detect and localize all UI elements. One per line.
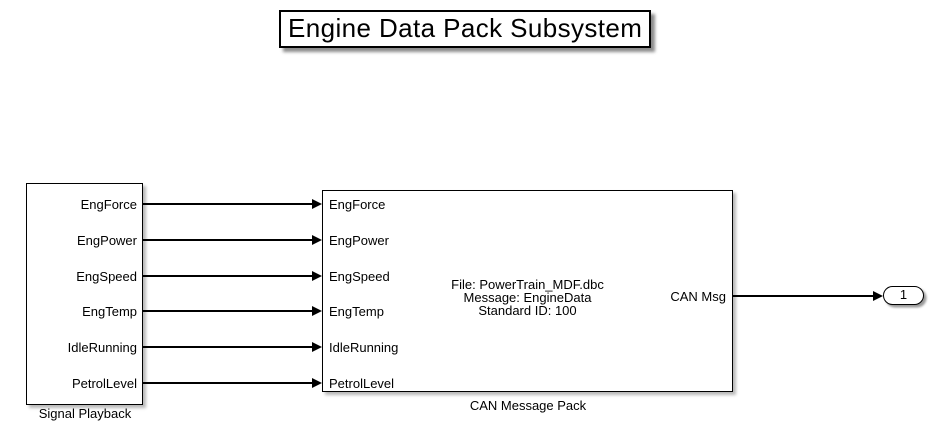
signal-line-idlerunning[interactable]	[142, 346, 313, 348]
message-line: Message: EngineData	[463, 290, 592, 305]
arrowhead-petrollevel[interactable]	[312, 378, 322, 388]
output-port-label: CAN Msg	[670, 289, 726, 304]
input-port-label: PetrolLevel	[329, 376, 395, 391]
signal-line-engpower[interactable]	[142, 239, 313, 241]
block-name-can-message-pack[interactable]: CAN Message Pack	[469, 398, 587, 413]
signal-line-can-msg[interactable]	[733, 295, 873, 297]
arrowhead-engtemp[interactable]	[312, 306, 322, 316]
output-port-label: PetrolLevel	[71, 376, 137, 391]
input-port-label: IdleRunning	[329, 340, 399, 355]
dbc-file-line: File: PowerTrain_MDF.dbc	[451, 277, 604, 292]
output-port-label: EngForce	[80, 197, 137, 212]
block-parameter-summary: File: PowerTrain_MDF.dbc Message: Engine…	[323, 278, 732, 317]
signal-line-petrollevel[interactable]	[142, 382, 313, 384]
arrowhead-engpower[interactable]	[312, 235, 322, 245]
output-port-label: IdleRunning	[67, 340, 137, 355]
block-name-signal-playback[interactable]: Signal Playback	[38, 406, 132, 421]
input-port-label: EngPower	[329, 233, 389, 248]
diagram-title-annotation[interactable]: Engine Data Pack Subsystem	[279, 10, 652, 48]
signal-line-engtemp[interactable]	[142, 310, 313, 312]
arrowhead-engspeed[interactable]	[312, 271, 322, 281]
arrowhead-idlerunning[interactable]	[312, 342, 322, 352]
output-port-label: EngSpeed	[76, 269, 137, 284]
input-port-label: EngForce	[329, 197, 386, 212]
input-port-label: EngSpeed	[329, 269, 390, 284]
block-signal-playback[interactable]: EngForce EngPower EngSpeed EngTemp IdleR…	[26, 183, 143, 405]
output-port-label: EngTemp	[82, 304, 137, 319]
signal-line-engspeed[interactable]	[142, 275, 313, 277]
standard-id-line: Standard ID: 100	[478, 303, 577, 318]
block-can-message-pack[interactable]: EngForce EngPower EngSpeed EngTemp IdleR…	[322, 190, 733, 392]
input-port-label: EngTemp	[329, 304, 384, 319]
output-port-label: EngPower	[77, 233, 137, 248]
arrowhead-can-msg[interactable]	[873, 291, 883, 301]
signal-line-engforce[interactable]	[142, 203, 313, 205]
arrowhead-engforce[interactable]	[312, 199, 322, 209]
outport-block-1[interactable]: 1	[883, 286, 924, 305]
